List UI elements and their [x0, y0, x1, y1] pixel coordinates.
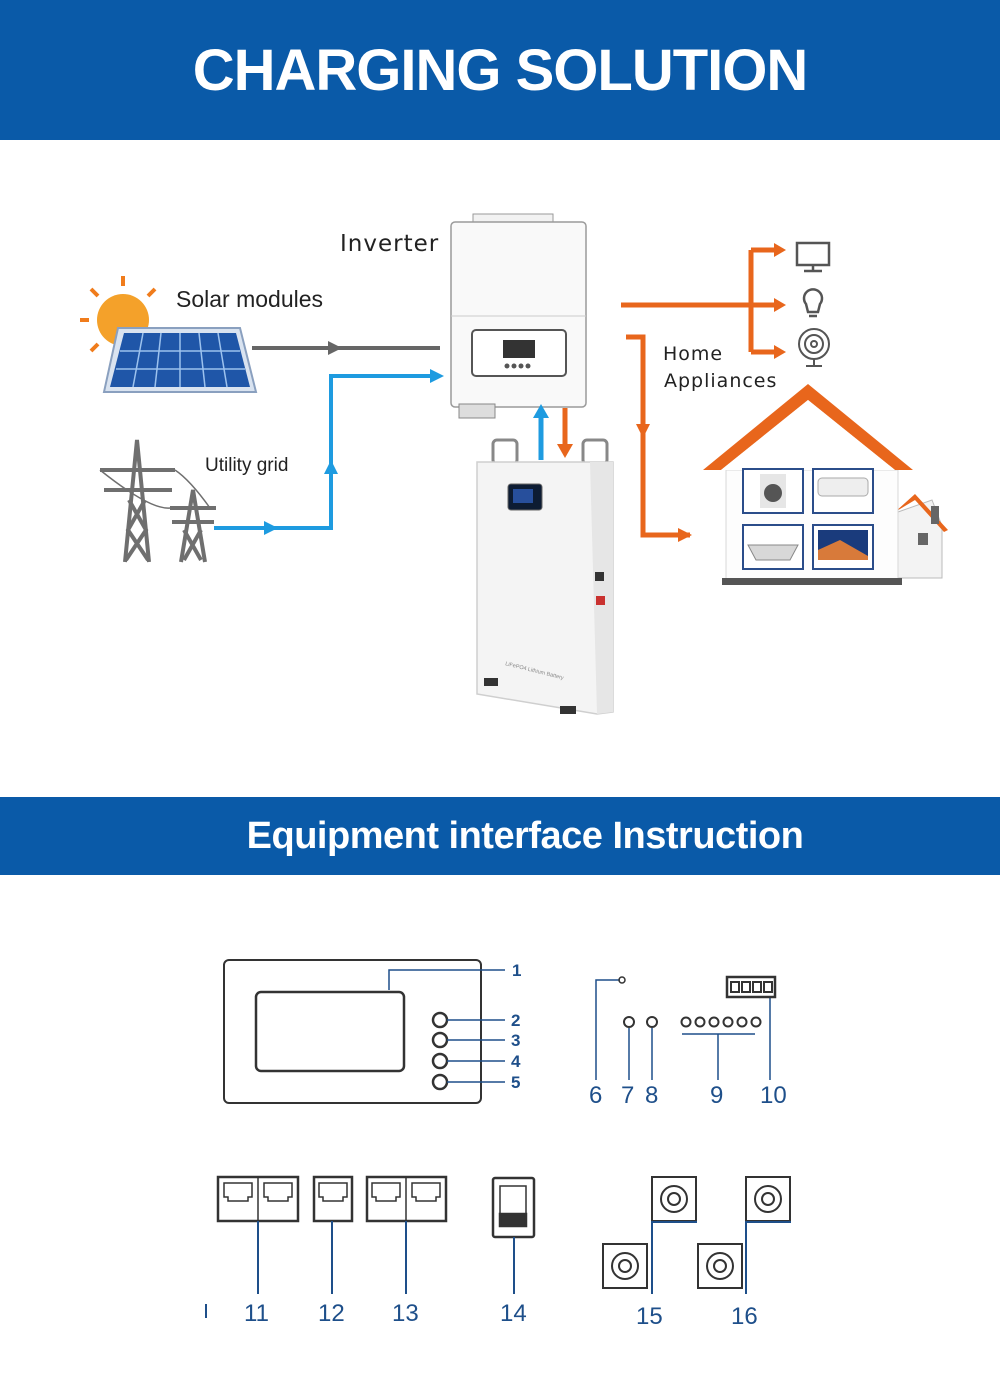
callout-3: 3	[511, 1031, 521, 1050]
callout-7: 7	[621, 1082, 635, 1109]
callout-15: 15	[636, 1303, 663, 1330]
utility-grid-label: Utility grid	[205, 455, 289, 476]
terminal-diagram	[602, 1176, 791, 1289]
callout-8: 8	[645, 1082, 659, 1109]
callout-14: 14	[500, 1300, 527, 1327]
home-label-line1: Home	[663, 343, 724, 365]
callout-6: 6	[589, 1082, 603, 1109]
home-label-line2: Appliances	[664, 370, 778, 392]
monitor-icon	[795, 241, 831, 273]
port-diagram-top	[618, 975, 777, 1028]
house-icon	[703, 384, 948, 585]
callout-1: 1	[512, 961, 522, 980]
callout-13: 13	[392, 1300, 419, 1327]
section-banner: Equipment interface Instruction	[0, 797, 1000, 875]
header-banner: CHARGING SOLUTION	[0, 0, 1000, 140]
section-title: Equipment interface Instruction	[246, 814, 804, 857]
inverter-icon	[450, 213, 587, 419]
callout-9: 9	[710, 1082, 724, 1109]
callout-10: 10	[760, 1082, 787, 1109]
solar-modules-label: Solar modules	[176, 286, 324, 312]
callout-lines-top	[388, 969, 771, 1083]
battery-icon: LiFePO4 Lithium Battery	[476, 438, 614, 715]
port-diagram-bottom	[216, 1175, 536, 1239]
callout-16: 16	[731, 1303, 758, 1330]
power-tower-icon	[99, 439, 216, 563]
fan-icon	[798, 328, 830, 367]
callout-4: 4	[511, 1052, 521, 1071]
control-panel-diagram	[223, 959, 482, 1104]
page-title: CHARGING SOLUTION	[192, 37, 809, 103]
inverter-label: Inverter	[340, 231, 440, 257]
callout-lines-bottom	[205, 1221, 791, 1318]
solar-panel-icon	[102, 327, 258, 393]
callout-12: 12	[318, 1300, 345, 1327]
grid-flow-line	[214, 374, 440, 530]
callout-11: 11	[244, 1300, 269, 1327]
callout-5: 5	[511, 1073, 521, 1092]
lightbulb-icon	[802, 288, 824, 318]
callout-2: 2	[511, 1011, 521, 1030]
